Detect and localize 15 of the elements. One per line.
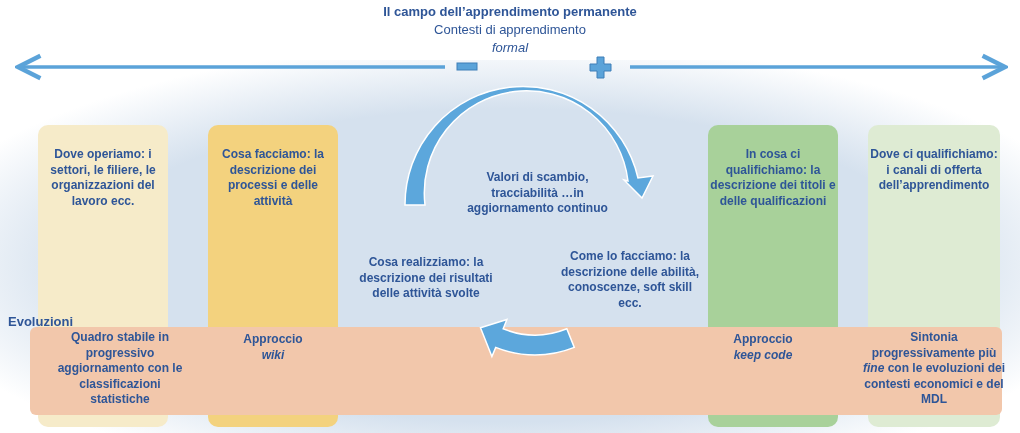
panel-text: Dove ci qualifichiamo: i canali di offerta dell’apprendimento <box>869 147 999 194</box>
cycle-label: Cosa realizziamo: la descrizione dei risultati delle attività svolte <box>358 255 494 302</box>
panel-text: Approccio keep code <box>732 332 794 364</box>
panel-text: Quadro stabile in progressivo aggiornamento con le classificazioni statistiche <box>56 330 184 408</box>
panel-text: In cosa ci qualifichiamo: la descrizione dei titoli e delle qualificazioni <box>710 147 836 210</box>
cycle-label: Valori di scambio, tracciabilità …in aggiornamento continuo <box>466 170 609 217</box>
panel-text: Approccio wiki <box>242 332 304 364</box>
cycle-label: Come lo facciamo: la descrizione delle abilità, conoscenze, soft skill ecc. <box>559 249 700 312</box>
title: Il campo dell’apprendimento permanente <box>382 4 638 21</box>
subtitle: Contesti di apprendimento <box>433 22 587 39</box>
panel-text: Cosa facciamo: la descrizione dei processi e delle attività <box>220 147 325 210</box>
panel-text: Sintonia progressivamente più fine con le evoluzioni dei contesti economici e del MDL <box>862 330 1006 408</box>
subtitle: formal <box>490 40 530 57</box>
panel-text: Dove operiamo: i settori, le filiere, le organizzazioni del lavoro ecc. <box>49 147 157 210</box>
section-heading: Evoluzioni <box>8 314 74 331</box>
